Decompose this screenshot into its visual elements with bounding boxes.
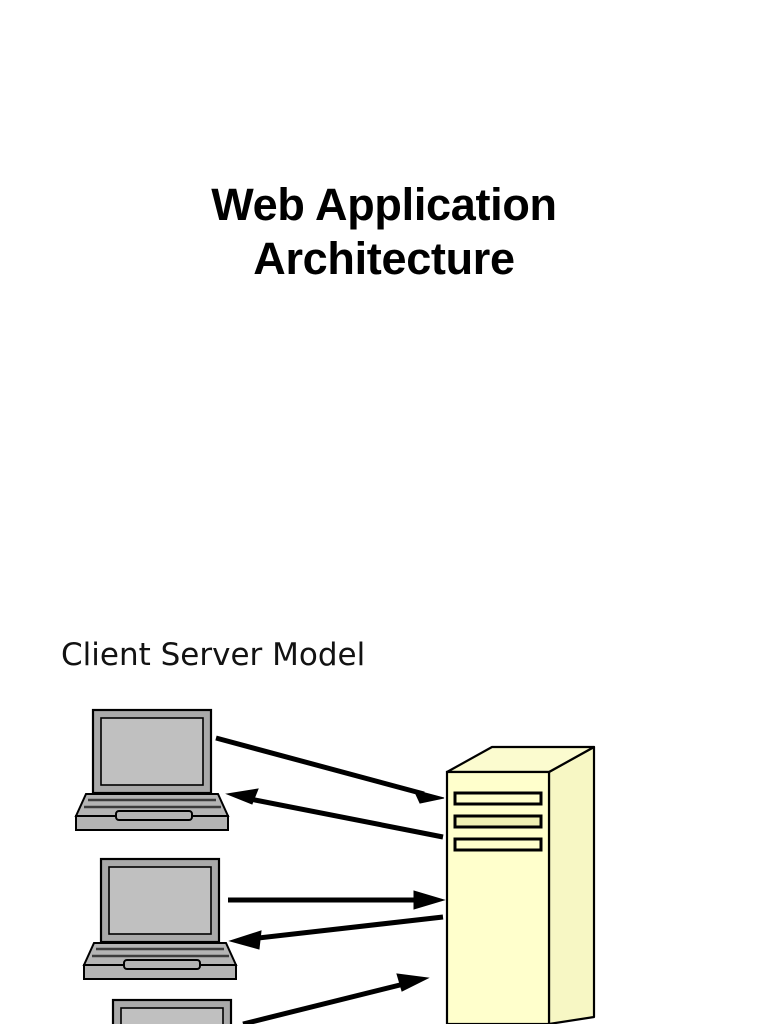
laptop-1-screen [100, 717, 204, 786]
arrow-client-2-response [228, 914, 444, 950]
server-side-face [547, 745, 596, 1024]
server [445, 745, 596, 1024]
laptop-2-screen [108, 866, 212, 935]
server-slot-2 [453, 814, 543, 829]
connection-arrows [215, 735, 446, 1024]
server-slot-3 [453, 837, 543, 852]
client-laptop-2 [82, 857, 238, 980]
laptop-3-screen [120, 1007, 224, 1024]
arrow-client-2-request [228, 890, 446, 910]
client-laptop-1 [74, 708, 230, 831]
arrow-client-1-response [225, 788, 444, 840]
client-laptop-3 [111, 998, 233, 1024]
server-slot-1 [453, 791, 543, 806]
laptop-1-trackpad [115, 810, 193, 821]
arrow-client-3-request [242, 973, 430, 1024]
server-front-face [445, 770, 551, 1024]
page-title: Web Application Architecture [96, 178, 672, 286]
page-title-line-2: Architecture [253, 233, 515, 284]
page-title-line-1: Web Application [211, 179, 557, 230]
section-heading-client-server-model: Client Server Model [61, 637, 366, 673]
laptop-2-trackpad [123, 959, 201, 970]
client-server-diagram [0, 690, 768, 1024]
arrow-client-1-request [215, 735, 445, 804]
